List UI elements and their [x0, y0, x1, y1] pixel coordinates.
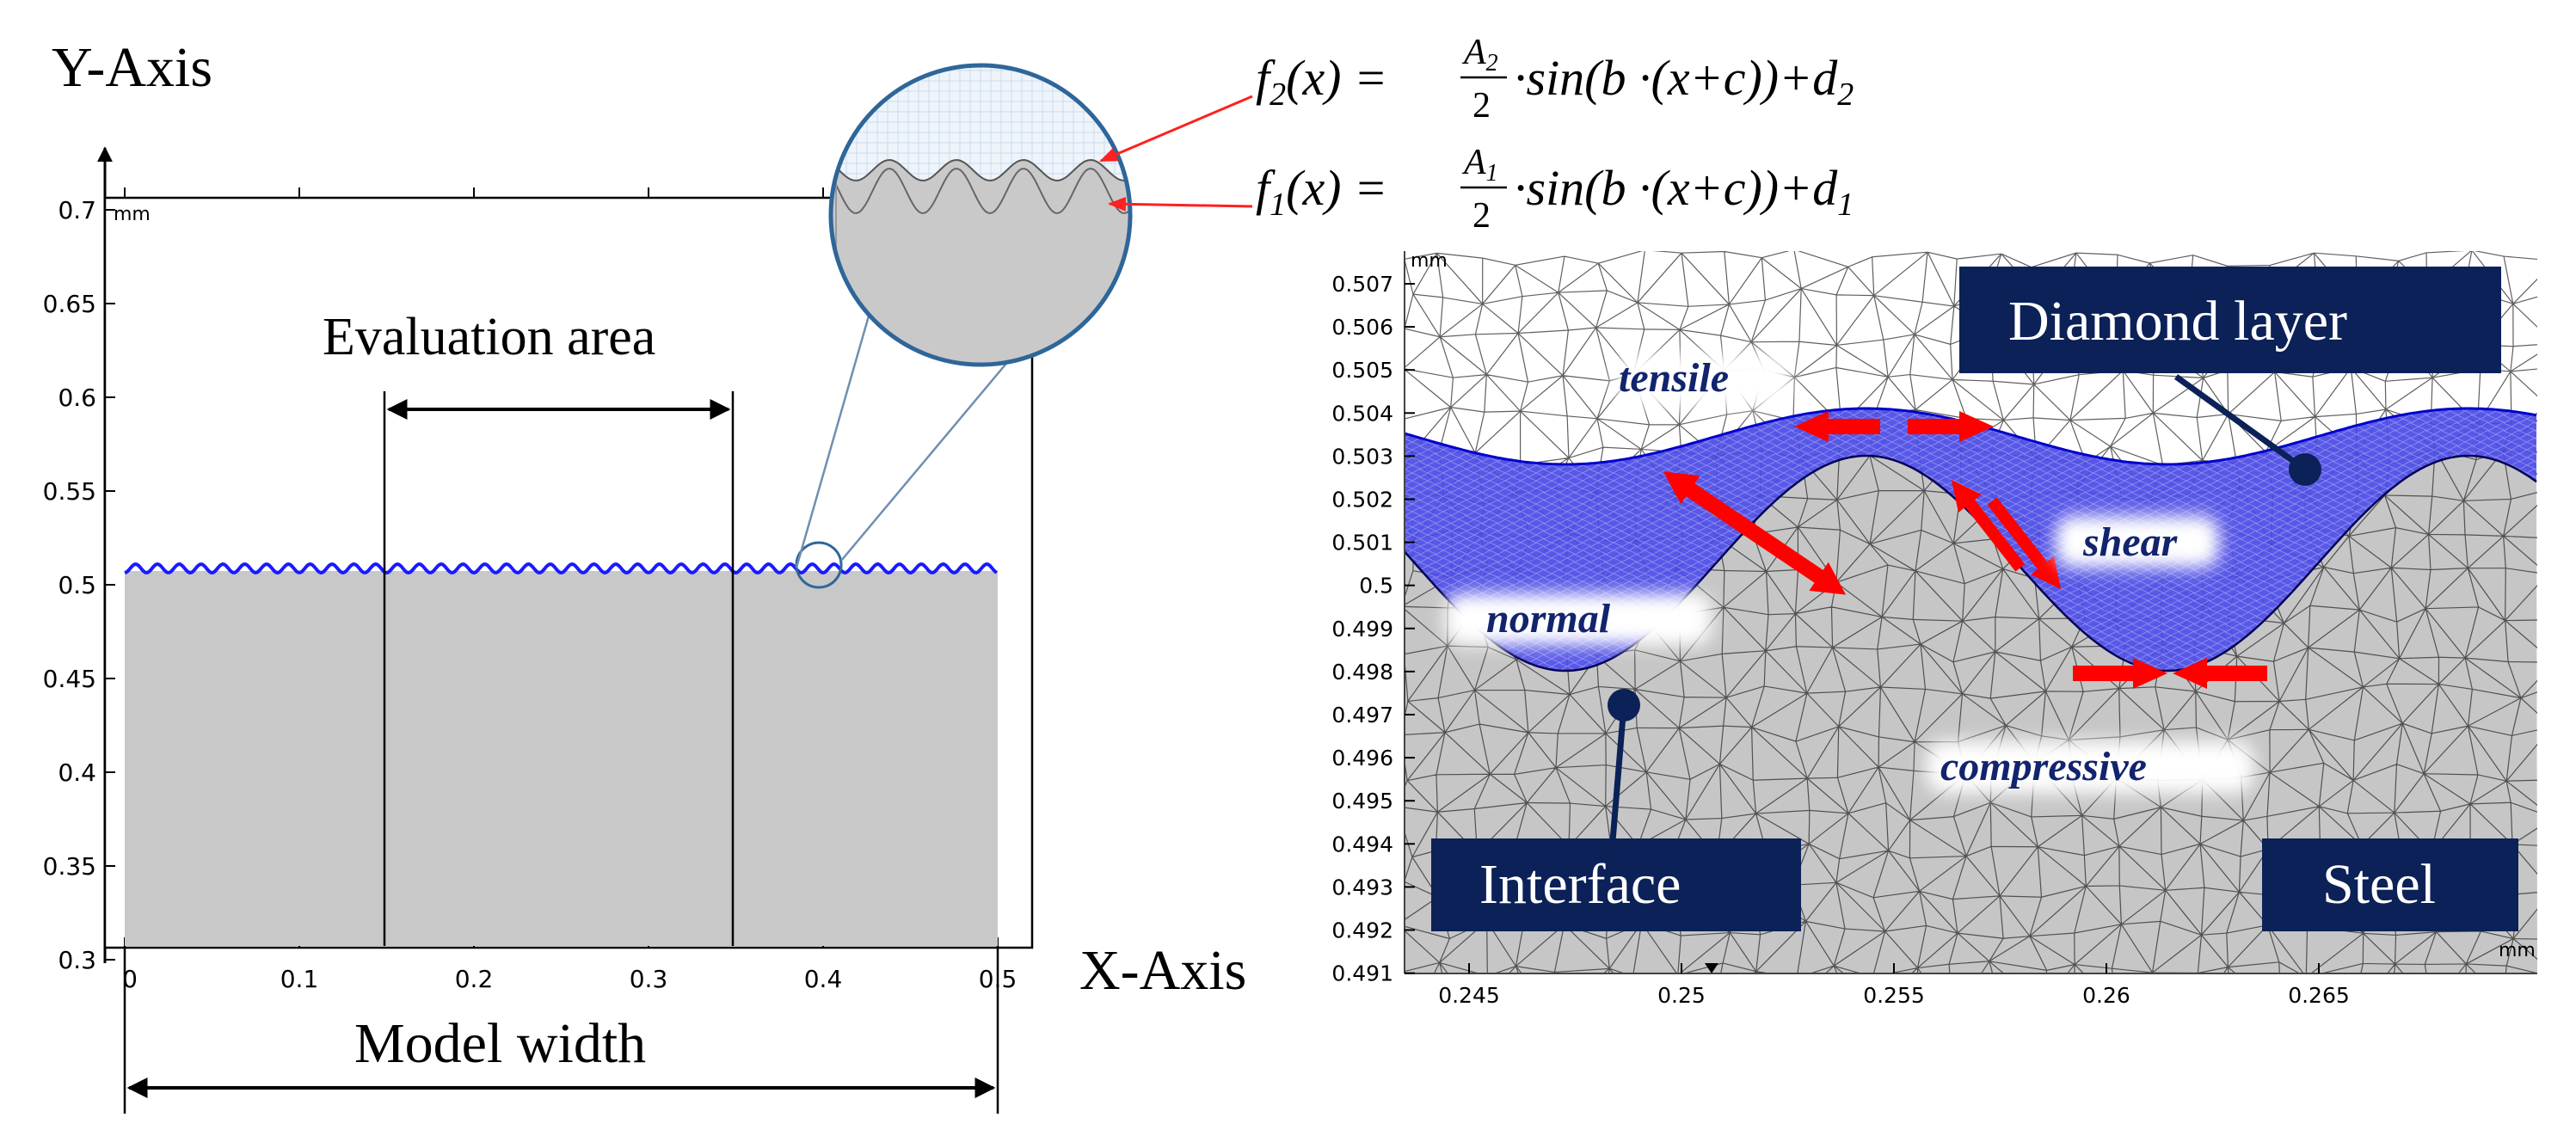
svg-text:A2: A2 — [1461, 33, 1498, 77]
left-y-tick-label: 0.4 — [58, 758, 96, 787]
interface-callout: Interface — [1431, 689, 1801, 931]
left-axis-ticks: 0.7 0.65 0.6 0.55 0.5 0.45 0.4 0.35 0.3 0 0.1 0.2 0.… — [43, 187, 1017, 993]
left-x-tick-label: 0.3 — [630, 965, 668, 993]
right-x-tick-label: 0.26 — [2082, 983, 2130, 1008]
shear-label: shear — [2082, 519, 2179, 565]
right-y-tick-label: 0.5 — [1359, 574, 1393, 599]
right-y-tick-label: 0.497 — [1331, 703, 1393, 728]
left-y-tick-label: 0.55 — [43, 477, 96, 506]
right-y-tick-label: 0.507 — [1331, 272, 1393, 297]
interface-label: Interface — [1479, 853, 1681, 916]
svg-text:·sin(b ·(x+c))+d2: ·sin(b ·(x+c))+d2 — [1514, 50, 1854, 113]
left-y-tick-label: 0.6 — [58, 384, 96, 412]
svg-text:2: 2 — [1472, 196, 1491, 236]
right-unit-bottom: mm — [2499, 940, 2536, 961]
left-y-tick-label: 0.45 — [43, 665, 96, 693]
stress-arrows — [1663, 411, 2267, 689]
compressive-arrow-right — [2173, 658, 2267, 689]
diamond-layer-callout: Diamond layer — [1959, 267, 2501, 486]
left-x-tick-label: 0.2 — [455, 965, 494, 993]
svg-text:A1: A1 — [1461, 143, 1498, 187]
right-y-tick-label: 0.506 — [1331, 315, 1393, 340]
left-y-tick-label: 0.3 — [58, 946, 96, 974]
model-width-label: Model width — [354, 1012, 646, 1075]
right-y-tick-label: 0.505 — [1331, 358, 1393, 383]
right-x-tick-label: 0.255 — [1863, 983, 1925, 1008]
shear-arrow-1 — [1951, 479, 2026, 572]
f2-pointer-arrow — [1099, 95, 1253, 163]
normal-arrow-double — [1663, 471, 1847, 595]
right-axis-ticks: 0.507 0.506 0.505 0.504 0.503 0.502 0.501 0.5 0.… — [1331, 272, 2349, 1008]
compressive-label: compressive — [1940, 744, 2147, 789]
right-y-tick-label: 0.496 — [1331, 746, 1393, 771]
left-y-tick-label: 0.35 — [43, 852, 96, 881]
right-y-tick-label: 0.503 — [1331, 444, 1393, 469]
tensile-label: tensile — [1619, 355, 1729, 401]
y-axis-title: Y-Axis — [52, 36, 212, 99]
tensile-arrow-left — [1794, 411, 1880, 442]
left-y-tick-label: 0.7 — [58, 196, 96, 224]
formula-f2: f2(x) = A2 2 ·sin(b ·(x+c))+d2 — [1256, 33, 1854, 126]
right-unit-top: mm — [1411, 250, 1448, 272]
right-y-tick-label: 0.498 — [1331, 660, 1393, 685]
zoom-lens — [828, 63, 1133, 367]
right-y-tick-label: 0.493 — [1331, 875, 1393, 900]
shear-arrow-2 — [1987, 497, 2062, 590]
right-y-tick-label: 0.504 — [1331, 401, 1393, 426]
left-y-tick-label: 0.65 — [43, 290, 96, 318]
right-y-tick-label: 0.491 — [1331, 961, 1393, 986]
right-y-tick-label: 0.502 — [1331, 488, 1393, 513]
right-x-tick-label: 0.25 — [1657, 983, 1706, 1008]
formula-f1: f1(x) = A1 2 ·sin(b ·(x+c))+d1 — [1256, 143, 1854, 236]
diamond-layer-label: Diamond layer — [2008, 290, 2347, 353]
right-mesh-plot: 0.507 0.506 0.505 0.504 0.503 0.502 0.501 0.5 0.… — [1331, 250, 2537, 1008]
right-y-tick-label: 0.501 — [1331, 531, 1393, 556]
right-y-tick-label: 0.499 — [1331, 617, 1393, 642]
right-y-tick-label: 0.494 — [1331, 832, 1393, 857]
left-unit-top: mm — [114, 204, 151, 225]
zoom-connector-2 — [840, 333, 1032, 562]
svg-text:·sin(b ·(x+c))+d1: ·sin(b ·(x+c))+d1 — [1514, 160, 1854, 223]
steel-label: Steel — [2322, 853, 2436, 916]
right-y-tick-label: 0.492 — [1331, 918, 1393, 943]
left-y-tick-label: 0.5 — [58, 571, 96, 599]
tensile-arrow-right — [1908, 411, 1994, 442]
diamond-coating-wave — [124, 562, 998, 575]
steel-callout: Steel — [2262, 838, 2518, 931]
right-x-tick-label: 0.265 — [2288, 983, 2350, 1008]
steel-substrate-block — [125, 571, 998, 946]
f1-pointer-arrow — [1107, 196, 1253, 212]
svg-text:f2(x) =: f2(x) = — [1256, 50, 1387, 113]
left-x-tick-label: 0 — [122, 965, 138, 993]
right-y-tick-label: 0.495 — [1331, 789, 1393, 814]
evaluation-area-label: Evaluation area — [323, 308, 655, 366]
svg-text:f1(x) =: f1(x) = — [1256, 160, 1387, 223]
left-x-tick-label: 0.4 — [804, 965, 843, 993]
x-axis-title: X-Axis — [1079, 939, 1246, 1002]
normal-label: normal — [1486, 596, 1611, 642]
right-x-tick-label: 0.245 — [1438, 983, 1500, 1008]
svg-text:2: 2 — [1472, 86, 1491, 126]
left-x-tick-label: 0.1 — [280, 965, 319, 993]
stress-label-glows — [1445, 354, 2253, 793]
zoom-connector-1 — [795, 312, 871, 568]
diamond-layer-region — [1405, 408, 2536, 671]
compressive-arrow-left — [2073, 658, 2167, 689]
